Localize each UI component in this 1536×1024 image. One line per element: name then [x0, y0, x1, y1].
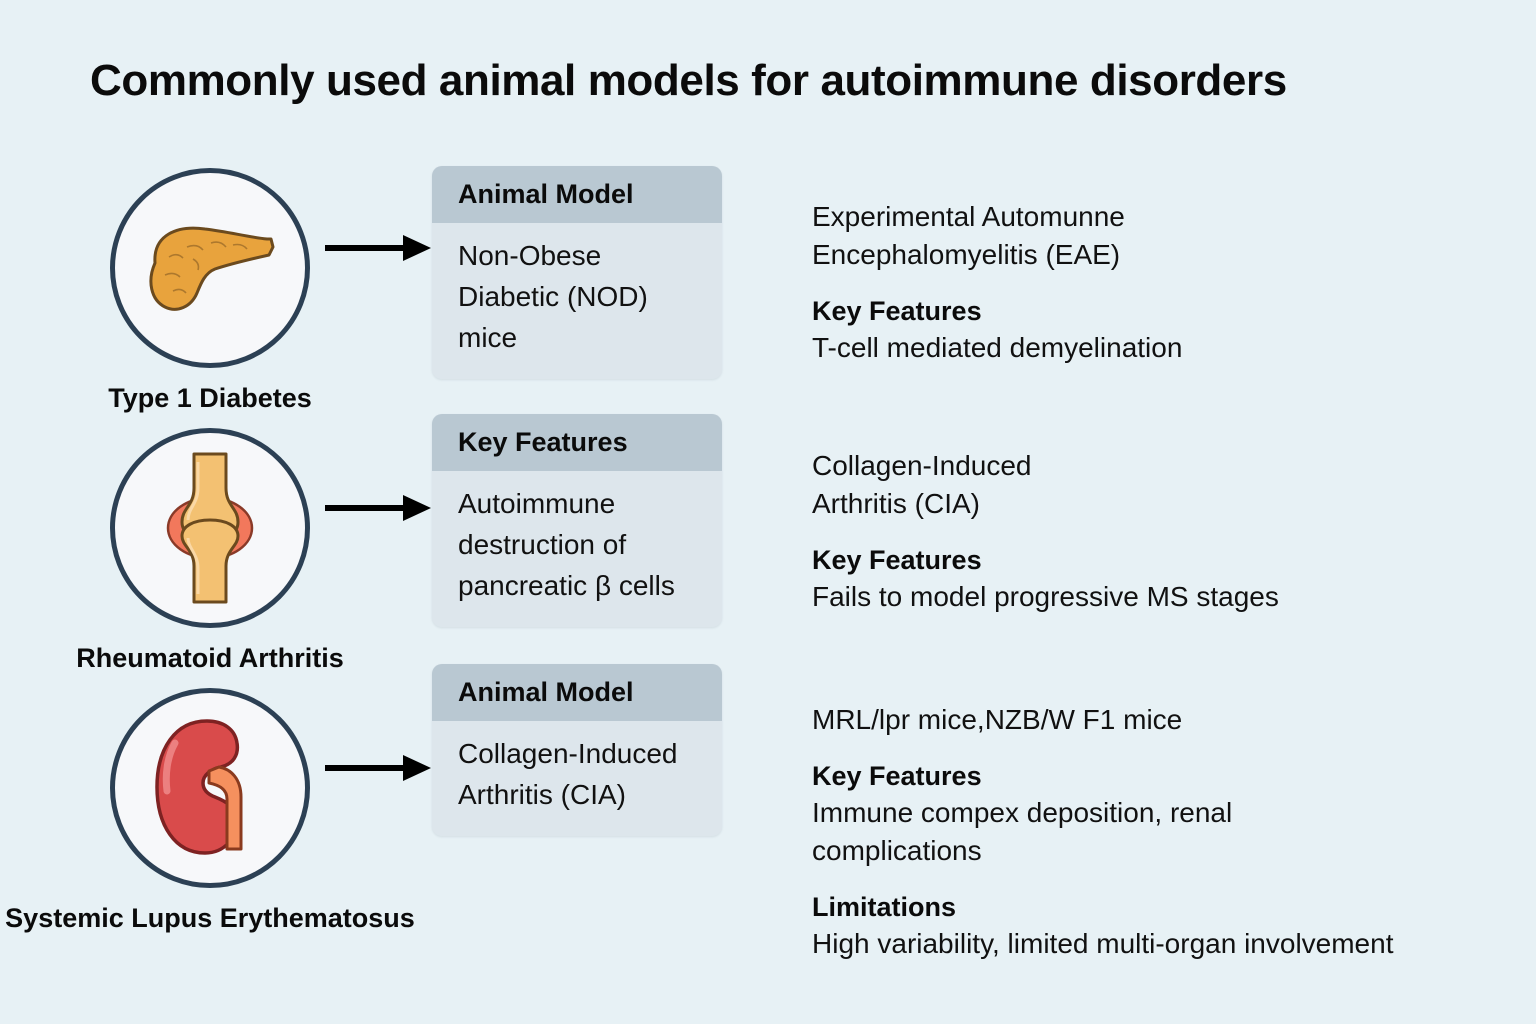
arrow-shaft [325, 765, 407, 771]
pancreas-icon [135, 213, 285, 323]
arrow-head [403, 755, 431, 781]
detail-model-name-3: MRL/lpr mice,NZB/W F1 mice [812, 704, 1183, 735]
arrow-head [403, 495, 431, 521]
disease-label-3: Systemic Lupus Erythematosus [5, 903, 415, 933]
arrow-arthritis-to-card [325, 493, 435, 523]
detail-block-3: MRL/lpr mice,NZB/W F1 mice Key Features … [812, 701, 1536, 963]
detail-block-2: Collagen-Induced Arthritis (CIA) Key Fea… [812, 447, 1536, 616]
card-body-1: Non-Obese Diabetic (NOD) mice [458, 240, 648, 353]
disease-entry-rheumatoid-arthritis: Rheumatoid Arthritis [0, 428, 420, 675]
card-header-2: Key Features [432, 414, 722, 471]
detail-text-2-1: Fails to model progressive MS stages [812, 581, 1279, 613]
info-card-1: Animal Model Non-Obese Diabetic (NOD) mi… [432, 166, 722, 379]
detail-heading-2-1: Key Features [812, 545, 982, 576]
card-header-1: Animal Model [432, 166, 722, 223]
disease-entry-systemic-lupus-erythematosus: Systemic Lupus Erythematosus [0, 688, 420, 935]
info-card-3: Animal Model Collagen-Induced Arthritis … [432, 664, 722, 836]
arrow-shaft [325, 505, 407, 511]
detail-text-3-1: Immune compex deposition, renal complica… [812, 797, 1233, 867]
detail-heading-1-1: Key Features [812, 296, 982, 327]
detail-model-name-2: Collagen-Induced Arthritis (CIA) [812, 450, 1032, 520]
arrow-diabetes-to-card [325, 233, 435, 263]
card-body-3: Collagen-Induced Arthritis (CIA) [458, 738, 678, 810]
detail-block-1: Experimental Automunne Encephalomyelitis… [812, 198, 1536, 367]
kidney-icon [145, 713, 275, 863]
disease-label-2: Rheumatoid Arthritis [76, 643, 344, 673]
arrow-shaft [325, 245, 407, 251]
page-title: Commonly used animal models for autoimmu… [90, 56, 1287, 105]
disease-label-1: Type 1 Diabetes [108, 383, 312, 413]
disease-icon-circle-2 [110, 428, 310, 628]
arrow-lupus-to-card [325, 753, 435, 783]
detail-text-1-1: T-cell mediated demyelination [812, 332, 1183, 364]
card-header-3: Animal Model [432, 664, 722, 721]
info-card-2: Key Features Autoimmune destruction of p… [432, 414, 722, 627]
card-body-2: Autoimmune destruction of pancreatic β c… [458, 488, 675, 601]
disease-icon-circle-1 [110, 168, 310, 368]
detail-heading-3-2: Limitations [812, 892, 957, 923]
disease-icon-circle-3 [110, 688, 310, 888]
detail-text-3-2: High variability, limited multi-organ in… [812, 928, 1394, 960]
arrow-head [403, 235, 431, 261]
joint-bone-icon [150, 448, 270, 608]
detail-heading-3-1: Key Features [812, 761, 982, 792]
detail-model-name-1: Experimental Automunne Encephalomyelitis… [812, 201, 1125, 271]
disease-entry-type-1-diabetes: Type 1 Diabetes [0, 168, 420, 415]
